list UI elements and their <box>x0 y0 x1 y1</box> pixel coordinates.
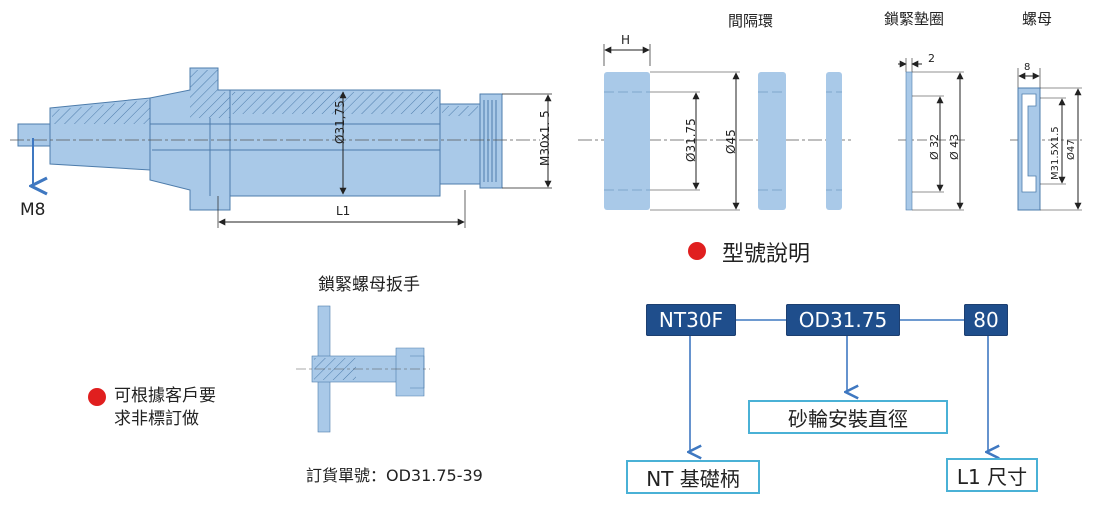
model-code-base: NT30F <box>646 304 736 336</box>
wrench-order-label: 訂貨單號：OD31.75-39 <box>306 466 483 485</box>
m8-label: M8 <box>20 200 46 220</box>
nut-dim-thickness: 8 <box>1024 62 1031 73</box>
spacer-ring-medium <box>758 72 786 210</box>
nut-dim-thread: M31.5X1.5 <box>1050 126 1061 180</box>
wrench-head <box>395 347 425 397</box>
wrench-drawing <box>296 305 430 433</box>
spacer-ring-small <box>826 72 842 210</box>
spacer-dim-bore: Ø31.75 <box>684 118 698 162</box>
wrench-title: 鎖緊螺母扳手 <box>318 275 420 295</box>
holder-thread-end <box>479 93 503 189</box>
model-code-length: 80 <box>964 304 1008 336</box>
model-code-diameter: OD31.75 <box>786 304 900 336</box>
nut-dim-outer: Ø47 <box>1066 139 1077 160</box>
model-connectors <box>690 319 988 452</box>
lock-washer <box>905 71 913 211</box>
custom-note-line1: 可根據客戶要 <box>114 386 216 406</box>
model-desc-diameter: 砂輪安裝直徑 <box>748 400 948 434</box>
bullet-icon <box>88 388 106 406</box>
spacer-dim-outer: Ø45 <box>724 129 738 154</box>
washer-dim-thickness: 2 <box>928 52 935 65</box>
dim-thread-label: M30x1. 5 <box>538 110 552 166</box>
model-desc-length: L1 尺寸 <box>946 458 1038 492</box>
washer-dim-inner: Ø 32 <box>928 133 941 160</box>
holder-pull-stud <box>17 123 53 147</box>
washer-dim-outer: Ø 43 <box>948 133 961 160</box>
bullet-icon <box>688 242 706 260</box>
model-desc-base: NT 基礎柄 <box>626 460 760 494</box>
spacer-title: 間隔環 <box>728 12 774 30</box>
tool-holder-drawing <box>10 67 552 228</box>
model-title: 型號說明 <box>722 242 811 267</box>
spacer-ring-large <box>604 72 650 210</box>
custom-note-line2: 求非標訂做 <box>114 409 199 429</box>
nut-drawing <box>1010 68 1082 211</box>
spacer-drawing <box>578 44 852 211</box>
dim-bore-label: Ø31,75 <box>333 100 347 144</box>
washer-drawing <box>898 58 966 211</box>
dim-l1-label: L1 <box>336 204 351 218</box>
nut-title: 螺母 <box>1022 10 1053 28</box>
spacer-dim-h: H <box>621 33 631 47</box>
washer-title: 鎖緊墊圈 <box>884 10 945 28</box>
